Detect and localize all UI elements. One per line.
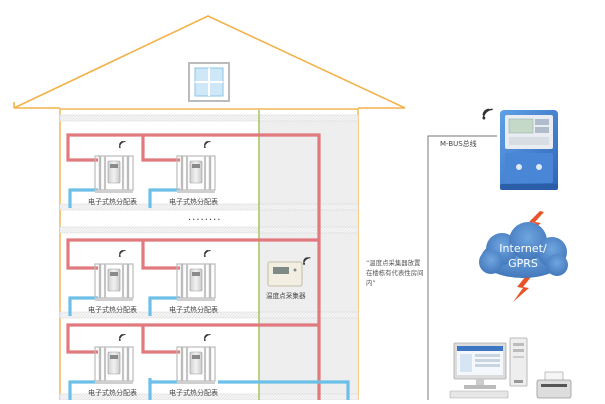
internet-cloud-icon — [479, 222, 568, 278]
collector-label: 温度点采集器 — [266, 292, 306, 300]
cold-water-pipes — [68, 188, 350, 400]
collector-note: “温度点采集器放置在楼栋有代表性房间内” — [366, 259, 424, 287]
floors-omitted-ellipsis: ........ — [188, 212, 222, 223]
attic-window — [188, 62, 230, 102]
temperature-collector-device — [267, 261, 303, 287]
meter-label: 电子式热分配表 — [88, 389, 137, 397]
cloud-text-line2: GPRS — [508, 257, 538, 270]
stairwell-area — [259, 121, 358, 400]
lightning-icon — [525, 211, 544, 236]
mbus-label: M-BUS总线 — [440, 140, 477, 148]
printer-icon — [536, 371, 572, 399]
mbus-line — [427, 135, 497, 400]
meter-label: 电子式热分配表 — [169, 198, 218, 206]
lightning-icon — [513, 276, 531, 302]
wireless-icon — [481, 108, 494, 121]
cloud-text-line1: Internet/ — [499, 242, 547, 255]
computer-workstation-icon — [449, 337, 528, 399]
hot-water-pipes — [66, 133, 321, 400]
meter-label: 电子式热分配表 — [88, 306, 137, 314]
meter-label: 电子式热分配表 — [169, 306, 218, 314]
meter-label: 电子式热分配表 — [169, 389, 218, 397]
data-concentrator-device — [500, 110, 558, 190]
meter-label: 电子式热分配表 — [88, 198, 137, 206]
roof-outline — [13, 15, 406, 109]
